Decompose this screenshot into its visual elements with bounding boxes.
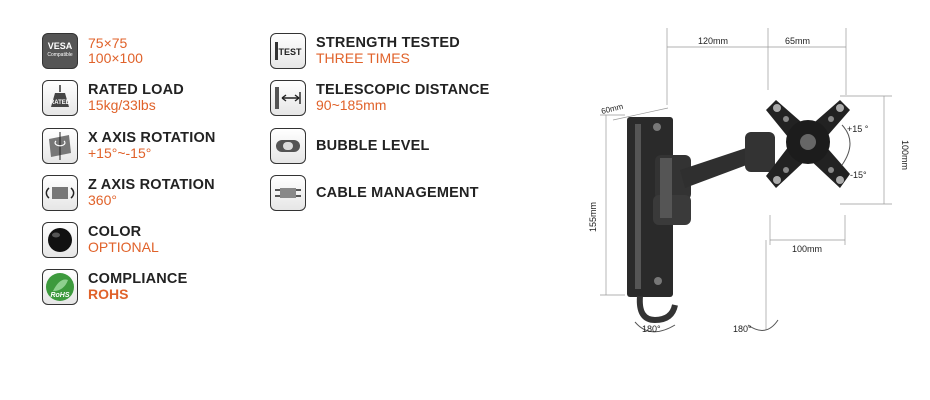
dim-100mm-side: 100mm bbox=[900, 140, 910, 170]
dim-120mm: 120mm bbox=[698, 36, 728, 46]
z-axis-rotation-value: 360° bbox=[88, 192, 117, 208]
svg-text:RoHS: RoHS bbox=[50, 292, 69, 299]
svg-text:RATED: RATED bbox=[50, 100, 71, 106]
strength-tested-label: STRENGTH TESTED bbox=[316, 35, 460, 51]
telescopic-distance-icon bbox=[270, 80, 306, 116]
vesa-pattern-2: 100×100 bbox=[88, 50, 143, 66]
bubble-level-icon bbox=[270, 128, 306, 164]
dim-100mm-bottom: 100mm bbox=[792, 244, 822, 254]
z-axis-rotation-label: Z AXIS ROTATION bbox=[88, 177, 215, 193]
x-axis-rotation-value: +15°~-15° bbox=[88, 145, 152, 161]
compliance-value: ROHS bbox=[88, 286, 129, 302]
dim-155mm: 155mm bbox=[588, 202, 598, 232]
color-icon bbox=[42, 222, 78, 258]
rotation-right-label: 180° bbox=[733, 324, 752, 334]
cable-management-label: CABLE MANAGEMENT bbox=[316, 184, 479, 201]
dim-60mm: 60mm bbox=[600, 102, 624, 116]
spec-x-axis-rotation: X AXIS ROTATION +15°~-15° bbox=[42, 128, 216, 164]
color-label: COLOR bbox=[88, 224, 142, 240]
spec-compliance: RoHS COMPLIANCE ROHS bbox=[42, 269, 187, 305]
compliance-label: COMPLIANCE bbox=[88, 271, 188, 287]
strength-tested-value: THREE TIMES bbox=[316, 50, 410, 66]
spec-cable-management: CABLE MANAGEMENT bbox=[270, 175, 479, 211]
strength-test-icon: TEST bbox=[270, 33, 306, 69]
telescopic-distance-label: TELESCOPIC DISTANCE bbox=[316, 82, 490, 98]
cable-management-icon bbox=[270, 175, 306, 211]
svg-text:TEST: TEST bbox=[278, 47, 302, 57]
mount-dimension-diagram: 120mm 65mm 60mm 155mm 100mm 100mm +15 ° … bbox=[588, 28, 910, 334]
z-axis-rotation-icon bbox=[42, 175, 78, 211]
tilt-minus-label: -15° bbox=[850, 170, 867, 180]
color-value: OPTIONAL bbox=[88, 239, 159, 255]
spec-rated-load: RATED RATED LOAD 15kg/33lbs bbox=[42, 80, 184, 116]
telescopic-distance-value: 90~185mm bbox=[316, 97, 387, 113]
spec-z-axis-rotation: Z AXIS ROTATION 360° bbox=[42, 175, 215, 211]
spec-color: COLOR OPTIONAL bbox=[42, 222, 159, 258]
rated-load-value: 15kg/33lbs bbox=[88, 97, 156, 113]
x-axis-rotation-icon bbox=[42, 128, 78, 164]
vesa-pattern-1: 75×75 bbox=[88, 35, 128, 51]
dim-65mm: 65mm bbox=[785, 36, 810, 46]
compliance-rohs-icon: RoHS bbox=[42, 269, 78, 305]
spec-telescopic-distance: TELESCOPIC DISTANCE 90~185mm bbox=[270, 80, 490, 116]
spec-bubble-level: BUBBLE LEVEL bbox=[270, 128, 430, 164]
bubble-level-label: BUBBLE LEVEL bbox=[316, 137, 430, 154]
tilt-plus-label: +15 ° bbox=[847, 124, 869, 134]
rated-load-icon: RATED bbox=[42, 80, 78, 116]
rated-load-label: RATED LOAD bbox=[88, 82, 184, 98]
spec-strength-tested: TEST STRENGTH TESTED THREE TIMES bbox=[270, 33, 460, 69]
x-axis-rotation-label: X AXIS ROTATION bbox=[88, 130, 216, 146]
rotation-left-label: 180° bbox=[642, 324, 661, 334]
